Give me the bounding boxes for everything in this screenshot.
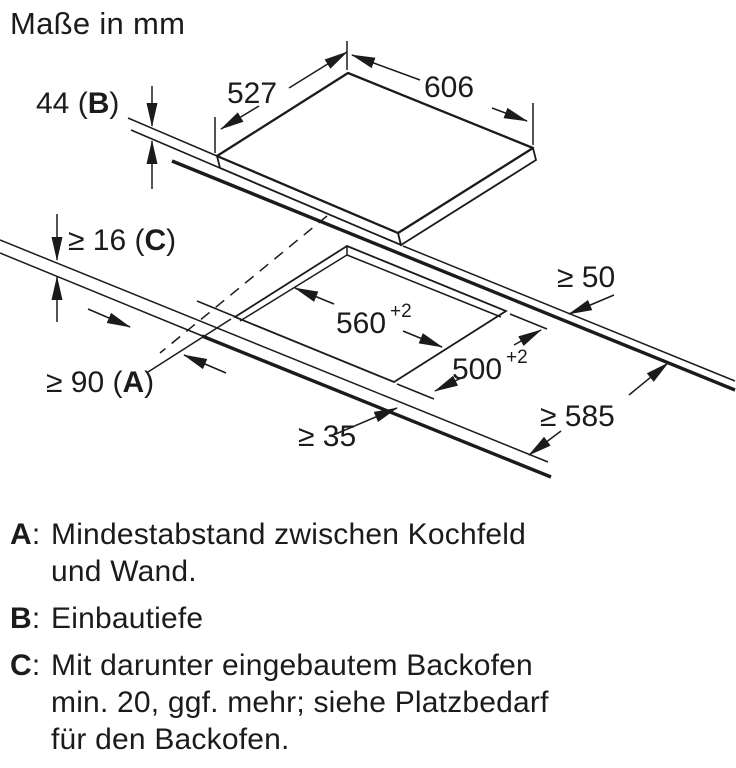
projection-dashed-line (159, 215, 328, 354)
label-16-key: C (145, 224, 167, 257)
legend-row-a: A: Mindestabstand zwischen Kochfeld und … (10, 516, 716, 590)
cutout-outline (233, 244, 508, 384)
page-title: Maße in mm (10, 6, 186, 41)
label-90-key: A (123, 366, 145, 399)
cutout-extension-right (509, 313, 548, 330)
worktop-cutout (147, 244, 548, 400)
label-44-B: 44 (B) (36, 87, 119, 120)
dim-560-arrow-left (294, 287, 335, 305)
legend-sep-c: : (31, 649, 41, 682)
dim-90-arrow-right (87, 308, 131, 328)
worktop-front-edge (0, 239, 552, 479)
label-50: ≥ 50 (557, 261, 615, 294)
label-606: 606 (424, 71, 474, 104)
label-16-C: ≥ 16 (C) (68, 224, 176, 257)
cooktop (127, 41, 538, 247)
label-500: 500 (452, 353, 502, 386)
extension-thickness-bottom (130, 129, 221, 169)
worktop-front-edge-lower-thick-line (201, 334, 552, 479)
legend-b-line-1: Einbautiefe (51, 602, 204, 635)
legend-letter-b: B (10, 602, 32, 635)
legend-letter-a: A (10, 518, 32, 551)
legend-key-a: A: (10, 516, 51, 590)
worktop-back-edge-thick-line (171, 159, 736, 392)
label-16-prefix: ≥ 16 ( (68, 224, 145, 257)
legend-key-b: B: (10, 600, 51, 637)
legend-a-line-1: Mindestabstand zwischen Kochfeld (51, 518, 527, 551)
label-585: ≥ 585 (540, 400, 615, 433)
worktop-front-edge-top-line (0, 239, 549, 463)
dim-585-arrow-down (528, 430, 562, 456)
dim-585-arrow-up (628, 362, 669, 396)
dim-50-arrow (568, 294, 615, 315)
label-16-suffix: ) (166, 224, 176, 257)
installation-diagram-page: Maße in mm (0, 6, 736, 756)
legend-row-b: B: Einbautiefe (10, 600, 716, 637)
label-44-key: B (88, 87, 110, 120)
legend-key-c: C: (10, 647, 51, 758)
dim-90-arrow-left (183, 354, 227, 374)
label-90-suffix: ) (144, 366, 154, 399)
dim-606-arrow-left (351, 54, 421, 81)
legend-a-line-2: und Wand. (51, 555, 197, 588)
dimension-arrows (51, 51, 669, 456)
legend-c-line-2: min. 20, ggf. mehr; siehe Platzbedarf (51, 686, 549, 719)
label-500-tolerance: +2 (506, 347, 528, 368)
legend-letter-c: C (10, 649, 32, 682)
label-560: 560 (336, 307, 386, 340)
extension-thickness-top (127, 117, 218, 157)
legend-text-b: Einbautiefe (51, 600, 716, 637)
legend-sep-b: : (31, 602, 41, 635)
legend-c-line-1: Mit darunter eingebautem Backofen (51, 649, 533, 682)
legend-text-a: Mindestabstand zwischen Kochfeld und Wan… (51, 516, 716, 590)
dim-527-arrow-left (220, 105, 260, 130)
dim-500-arrow-up (513, 329, 542, 346)
dim-35-arrow (330, 407, 398, 437)
label-44-prefix: 44 ( (36, 87, 88, 120)
label-560-tolerance: +2 (390, 301, 412, 322)
hob-installation-drawing: 527 606 44 (B) ≥ 16 (C) ≥ 90 (A) ≥ 50 ≥ … (0, 41, 736, 479)
legend-c-line-3: für den Backofen. (51, 723, 290, 756)
dim-606-arrow-right (491, 107, 528, 122)
legend-sep-a: : (31, 518, 41, 551)
dim-527-arrow-right (288, 51, 348, 89)
dimension-labels: 527 606 44 (B) ≥ 16 (C) ≥ 90 (A) ≥ 50 ≥ … (36, 71, 615, 453)
worktop-front-edge-lower-thin-line (0, 252, 206, 338)
cutout-extension-front-left (147, 318, 232, 373)
cutout-inner-rim (239, 247, 502, 322)
label-35: ≥ 35 (298, 420, 356, 453)
label-90-prefix: ≥ 90 ( (46, 366, 123, 399)
label-90-A: ≥ 90 (A) (46, 366, 154, 399)
legend: A: Mindestabstand zwischen Kochfeld und … (10, 516, 716, 768)
label-44-suffix: ) (109, 87, 119, 120)
cutout-extension-bottom (396, 383, 435, 400)
dim-560-arrow-right (402, 330, 443, 348)
cutout-extension-left (196, 300, 237, 318)
legend-text-c: Mit darunter eingebautem Backofen min. 2… (51, 647, 716, 758)
label-527: 527 (227, 77, 277, 110)
dim-500-arrow-down (434, 375, 464, 392)
legend-row-c: C: Mit darunter eingebautem Backofen min… (10, 647, 716, 758)
cooktop-top-surface (215, 71, 535, 235)
